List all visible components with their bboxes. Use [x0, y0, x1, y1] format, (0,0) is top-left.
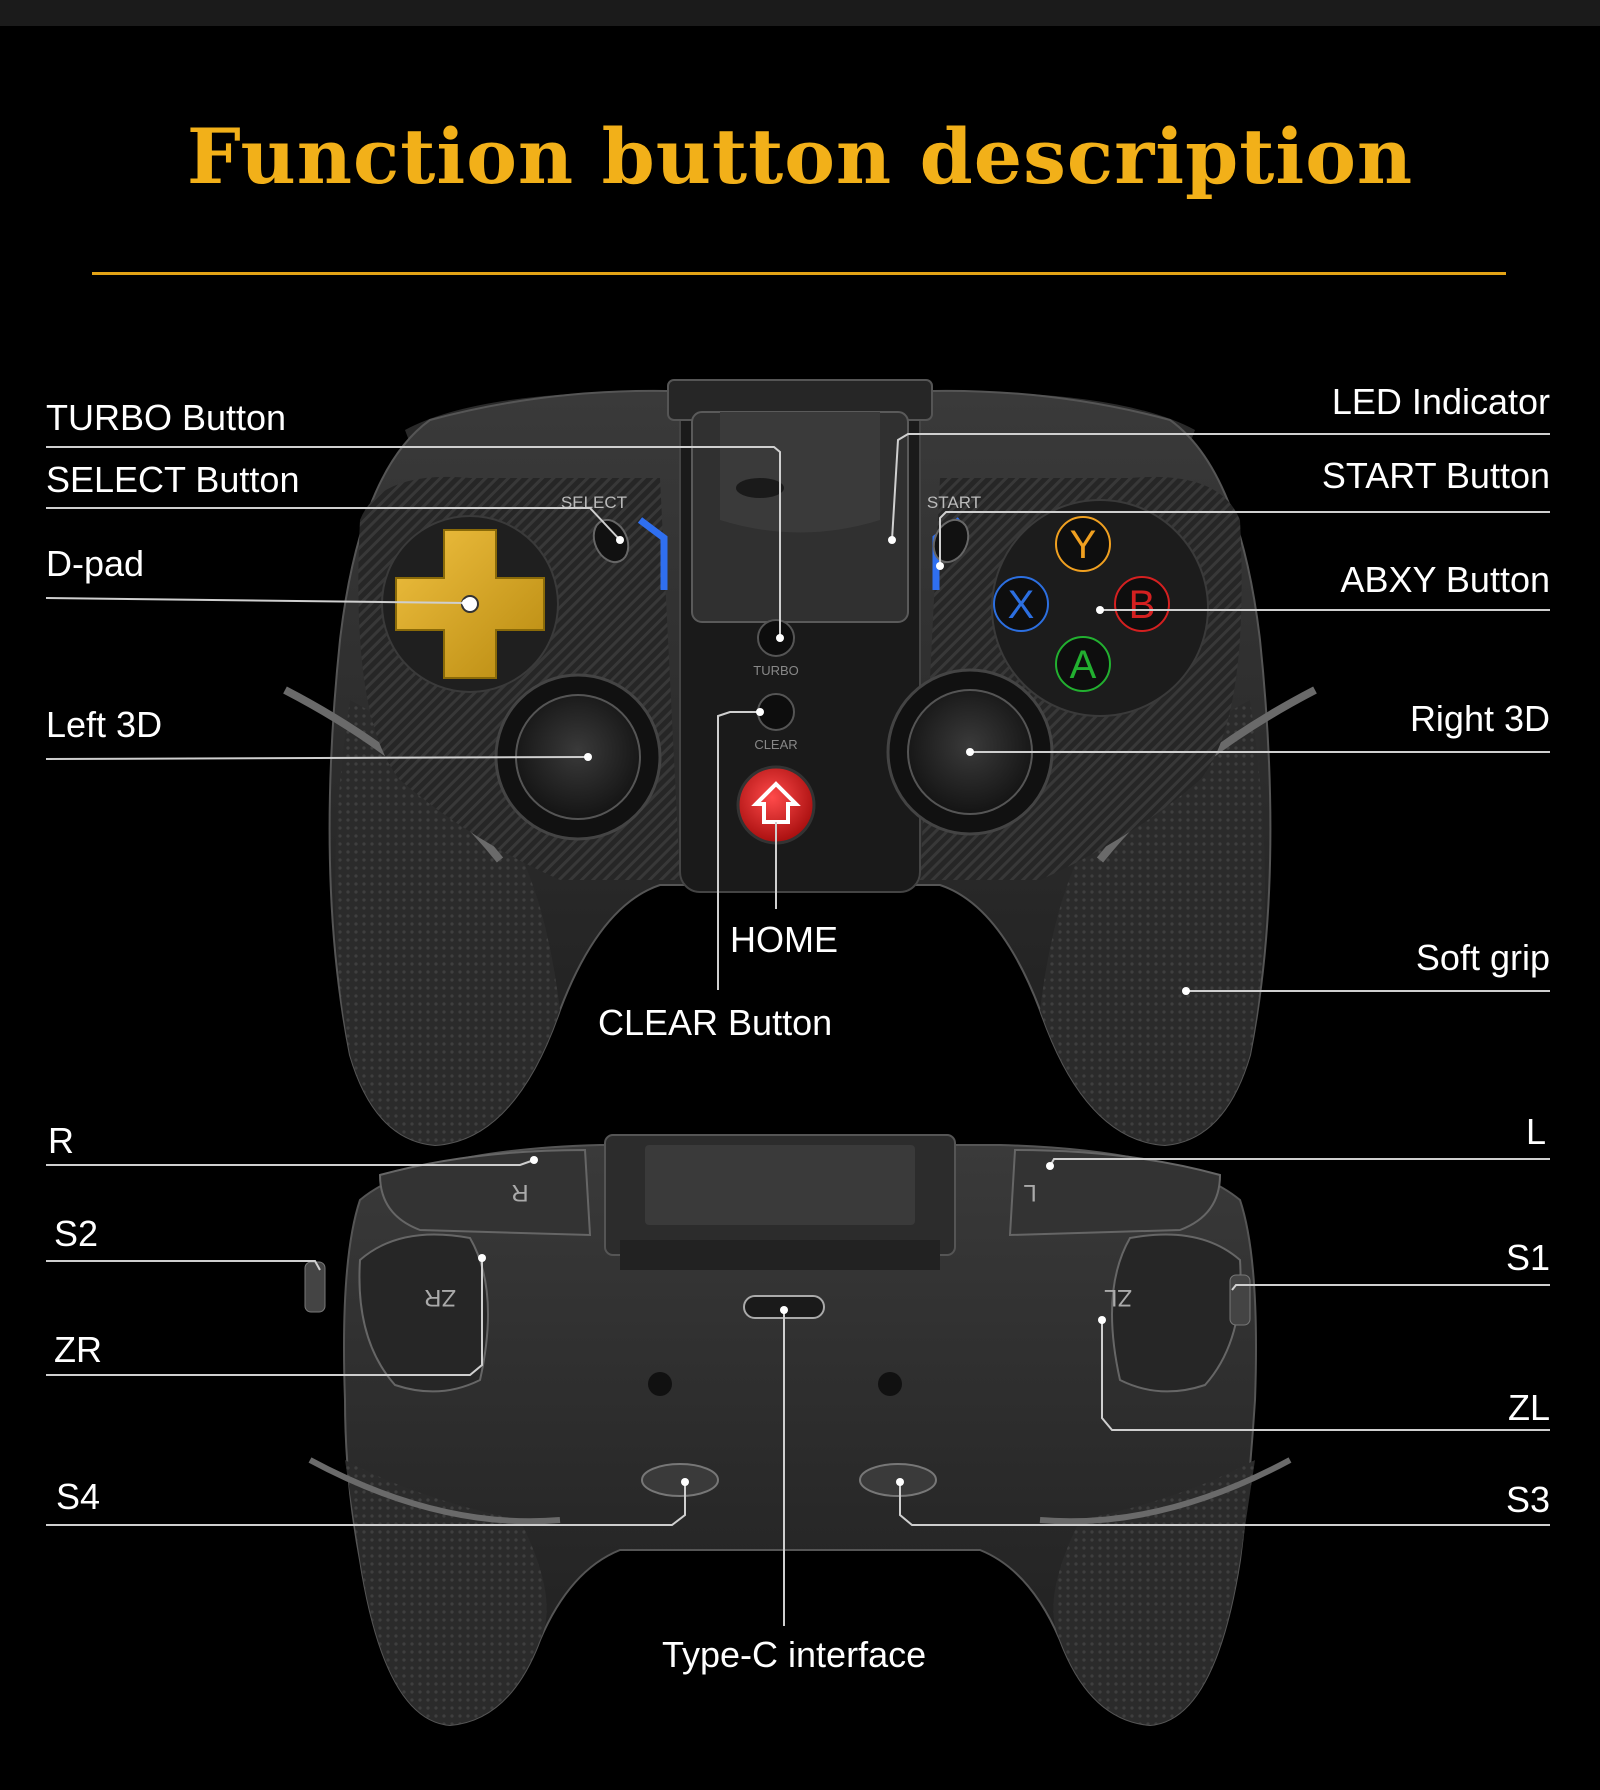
- svg-text:ZR: ZR: [424, 1284, 456, 1311]
- svg-text:R: R: [511, 1179, 528, 1206]
- s4-button-shape: [641, 1463, 719, 1497]
- label-l: L: [1525, 1111, 1546, 1152]
- svg-text:START: START: [927, 493, 981, 512]
- s1-button-shape: [1229, 1274, 1251, 1326]
- label-home: HOME: [730, 919, 838, 960]
- label-abxy-button: ABXY Button: [1340, 559, 1550, 600]
- svg-text:SELECT: SELECT: [561, 493, 627, 512]
- label-soft-grip: Soft grip: [1415, 937, 1550, 978]
- svg-text:A: A: [1070, 643, 1097, 687]
- svg-text:CLEAR: CLEAR: [754, 737, 797, 752]
- label-select-button: SELECT Button: [46, 459, 300, 500]
- leader-lines: [45, 433, 1550, 1626]
- l-bumper-shape: [1008, 1148, 1222, 1237]
- x-button-shape: [993, 576, 1049, 632]
- label-dpad: D-pad: [46, 543, 145, 584]
- label-s1: S1: [1505, 1237, 1550, 1278]
- label-left-3d: Left 3D: [46, 704, 163, 745]
- label-clear-button: CLEAR Button: [598, 1002, 833, 1043]
- s2-button-shape: [304, 1261, 326, 1313]
- label-s2: S2: [54, 1213, 99, 1254]
- y-button-shape: [1055, 516, 1111, 572]
- svg-text:B: B: [1129, 583, 1156, 627]
- zl-trigger-shape: [1111, 1233, 1242, 1393]
- leader-dots: [462, 536, 1190, 1486]
- svg-text:Y: Y: [1070, 523, 1097, 567]
- zr-trigger-shape: [358, 1233, 489, 1393]
- svg-text:TURBO: TURBO: [753, 663, 799, 678]
- label-right-3d: Right 3D: [1409, 698, 1550, 739]
- label-zl: ZL: [1507, 1387, 1550, 1428]
- label-r: R: [48, 1120, 74, 1161]
- start-button-shape: [932, 518, 970, 564]
- label-s4: S4: [56, 1476, 101, 1517]
- label-led-indicator: LED Indicator: [1331, 381, 1550, 422]
- controller-front-view: SELECT START TURBO CLEAR Y X B A: [283, 379, 1317, 1147]
- page-title: Function button description: [186, 112, 1414, 201]
- label-zr: ZR: [54, 1329, 102, 1370]
- svg-text:X: X: [1008, 583, 1035, 627]
- b-button-shape: [1114, 576, 1170, 632]
- r-bumper-shape: [378, 1148, 592, 1237]
- controller-back-view: R L ZR ZL: [304, 1134, 1292, 1727]
- a-button-shape: [1055, 636, 1111, 692]
- label-s3: S3: [1505, 1479, 1550, 1520]
- label-start-button: START Button: [1321, 455, 1550, 496]
- svg-text:L: L: [1023, 1179, 1036, 1206]
- title-divider: [92, 272, 1506, 275]
- label-turbo-button: TURBO Button: [46, 397, 287, 438]
- svg-text:ZL: ZL: [1104, 1284, 1132, 1311]
- top-strip: [0, 0, 1600, 26]
- label-type-c-interface: Type-C interface: [662, 1634, 927, 1675]
